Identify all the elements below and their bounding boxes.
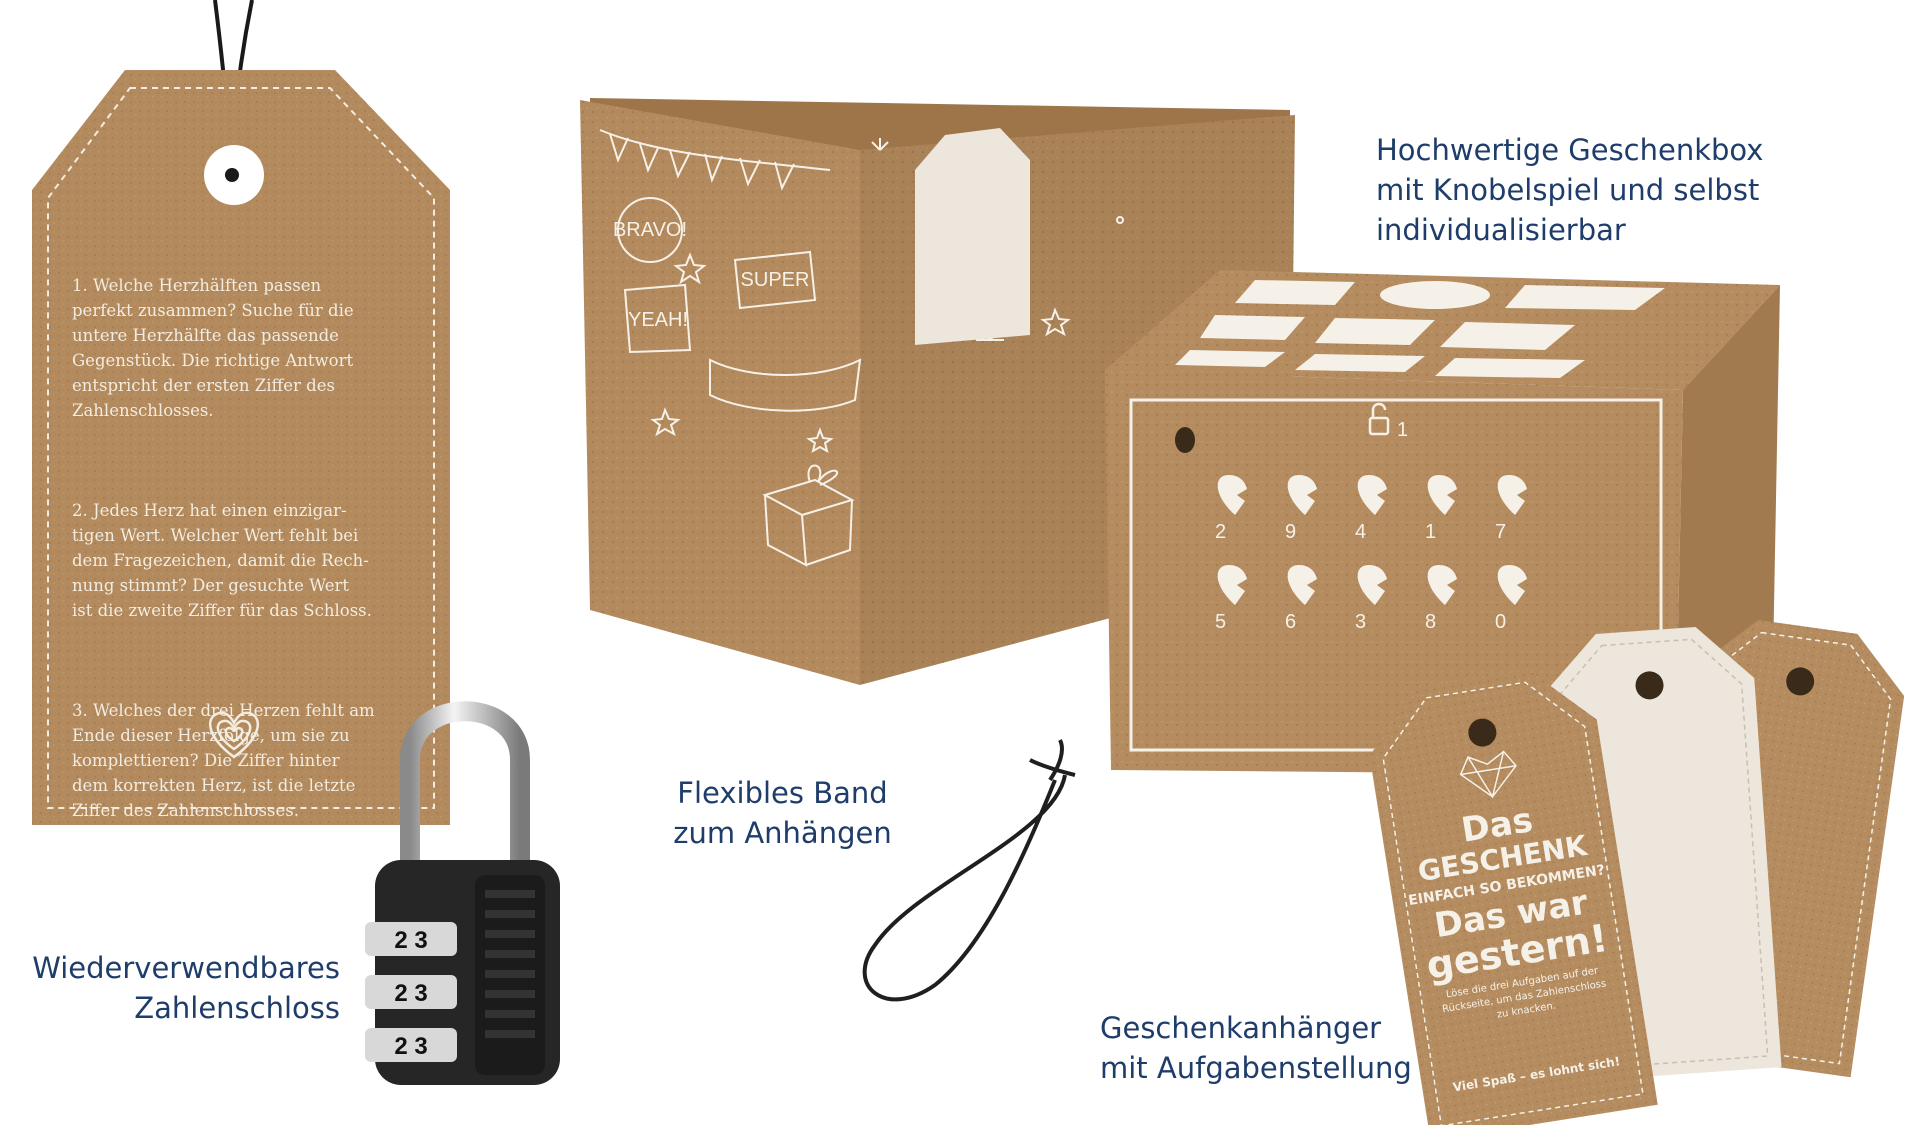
heart-number: 3 — [1355, 611, 1366, 633]
heart-row-1: 2 9 4 1 7 — [1215, 475, 1527, 543]
front-tag: Das GESCHENK EINFACH SO BEKOMMEN? Das wa… — [1369, 669, 1658, 1129]
heart-logo-icon — [208, 711, 260, 759]
heart-number: 6 — [1285, 611, 1296, 633]
heart-number: 0 — [1495, 611, 1506, 633]
heart-number: 8 — [1425, 611, 1436, 633]
heart-half-icon — [1217, 565, 1247, 605]
heart-number: 1 — [1425, 521, 1436, 543]
heart-half-icon — [1427, 565, 1457, 605]
heart-number: 7 — [1495, 521, 1506, 543]
lock-number: 1 — [1397, 419, 1408, 441]
caption-gift-box: Hochwertige Geschenkbox mit Knobelspiel … — [1376, 133, 1764, 247]
heart-half-icon — [1287, 475, 1317, 515]
heart-half-icon — [1217, 475, 1247, 515]
heart-half-icon — [1497, 565, 1527, 605]
heart-half-icon — [1287, 565, 1317, 605]
lid-von-herzen — [1175, 280, 1665, 378]
heart-half-icon — [1357, 565, 1387, 605]
elastic-band — [755, 735, 1085, 1025]
heart-half-icon — [1497, 475, 1527, 515]
heart-number: 4 — [1355, 521, 1366, 543]
dial-2[interactable] — [365, 975, 457, 1009]
dial-3[interactable] — [365, 1028, 457, 1062]
caption-band: Flexibles Band zum Anhängen — [673, 776, 892, 850]
doodle-bravo-text: BRAVO! — [613, 219, 687, 241]
heart-number: 5 — [1215, 611, 1226, 633]
heart-row-2: 5 6 3 8 0 — [1215, 565, 1527, 633]
dial-1-value: 2 3 — [394, 927, 427, 954]
tag-paragraph-1: 1. Welche Herzhälften passen perfekt zus… — [72, 276, 354, 420]
dial-3-value: 2 3 — [394, 1033, 427, 1060]
heart-half-icon — [1427, 475, 1457, 515]
heart-half-icon — [1357, 475, 1387, 515]
tag-paragraph-3: 3. Welches der drei Herzen fehlt am Ende… — [72, 701, 375, 820]
tag-trio: Das GESCHENK EINFACH SO BEKOMMEN? Das wa… — [1310, 605, 1910, 1129]
dial-1[interactable] — [365, 922, 457, 956]
doodle-super-text: SUPER — [741, 269, 810, 291]
tag-paragraph-2: 2. Jedes Herz hat einen einzigar- tigen … — [72, 501, 372, 620]
big-tag: 1. Welche Herzhälften passen perfekt zus… — [30, 0, 460, 830]
geometric-heart-icon — [1459, 750, 1517, 799]
heart-number: 2 — [1215, 521, 1226, 543]
doodle-yeah-text: YEAH! — [628, 309, 688, 331]
dial-2-value: 2 3 — [394, 980, 427, 1007]
doodle-bravo — [617, 197, 683, 263]
heart-number: 9 — [1285, 521, 1296, 543]
caption-tags: Geschenkanhänger mit Aufgabenstellung — [1100, 1011, 1412, 1085]
caption-lock: Wiederverwendbares Zahlenschloss — [32, 951, 340, 1025]
padlock: 2 3 2 3 2 3 — [365, 700, 570, 1090]
lock-icon — [1368, 402, 1390, 436]
